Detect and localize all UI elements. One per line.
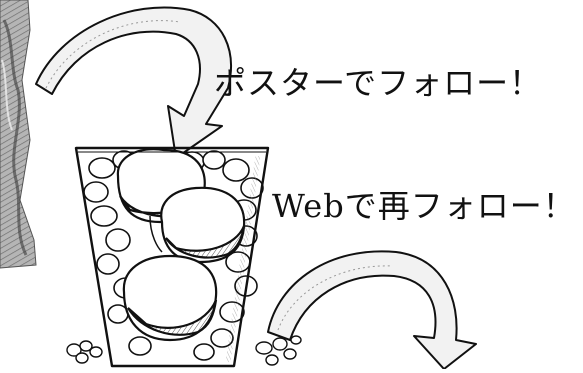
bottom-curved-arrow-icon — [267, 250, 477, 370]
ice-cube-icon — [116, 148, 246, 342]
poster-follow-annotation: ポスターでフォロー！ — [214, 64, 543, 102]
cup-icon — [74, 146, 270, 368]
web-refollow-annotation: Webで再フォロー！ — [272, 187, 576, 225]
photo-strip — [0, 0, 37, 269]
loose-ice-pebbles — [66, 335, 302, 366]
cup-outline — [74, 146, 270, 368]
top-curved-arrow-icon — [35, 6, 232, 159]
